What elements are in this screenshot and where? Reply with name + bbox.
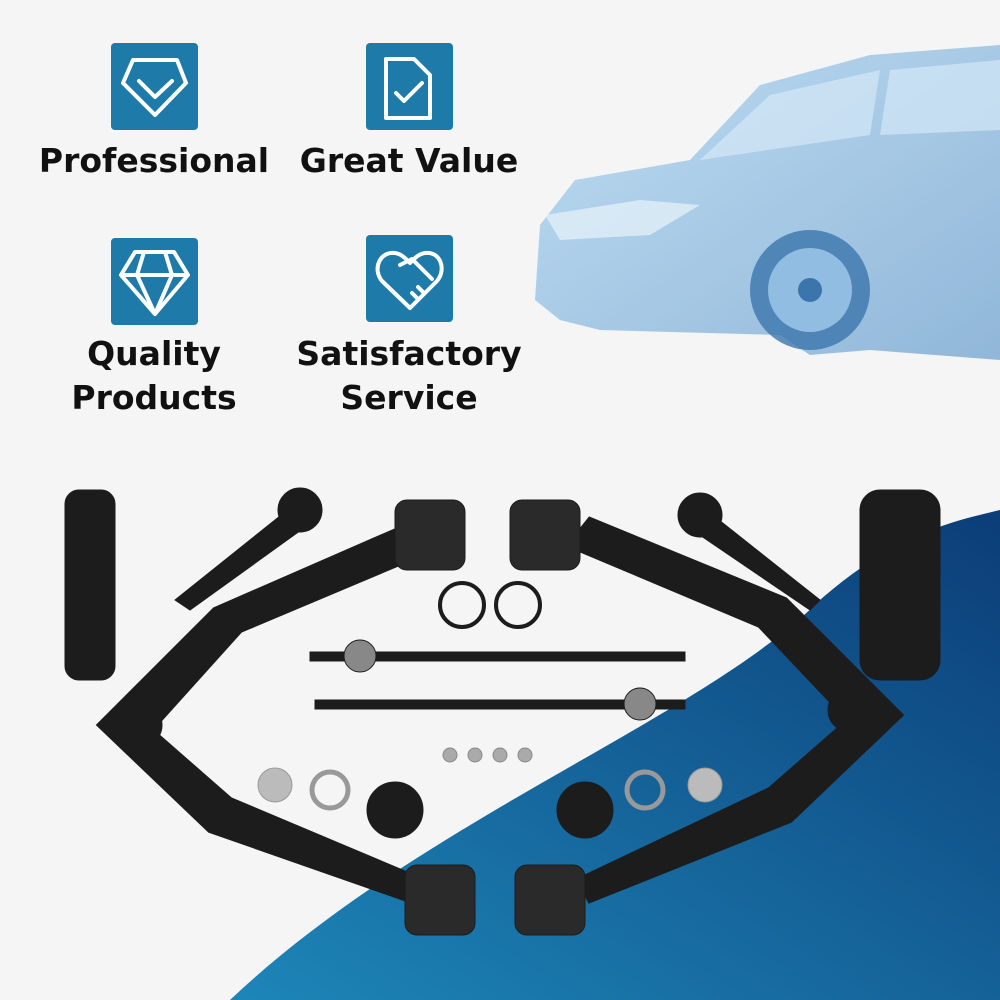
shield-check-icon: [111, 43, 198, 130]
feature-label-great-value: Great Value: [299, 141, 519, 180]
document-check-icon: [366, 43, 453, 130]
diamond-icon: [111, 238, 198, 325]
feature-label-satisfactory-service: Satisfactory Service: [296, 332, 521, 420]
car-wireframe-image: [535, 45, 1000, 360]
label-line: Products: [71, 378, 237, 417]
label-line: Service: [340, 378, 478, 417]
feature-label-quality-products: Quality Products: [71, 332, 236, 420]
heart-handshake-icon: [366, 235, 453, 322]
suspension-parts-image: [64, 487, 941, 936]
label-line: Quality: [87, 334, 221, 373]
feature-label-professional: Professional: [38, 141, 270, 180]
label-line: Satisfactory: [296, 334, 522, 373]
